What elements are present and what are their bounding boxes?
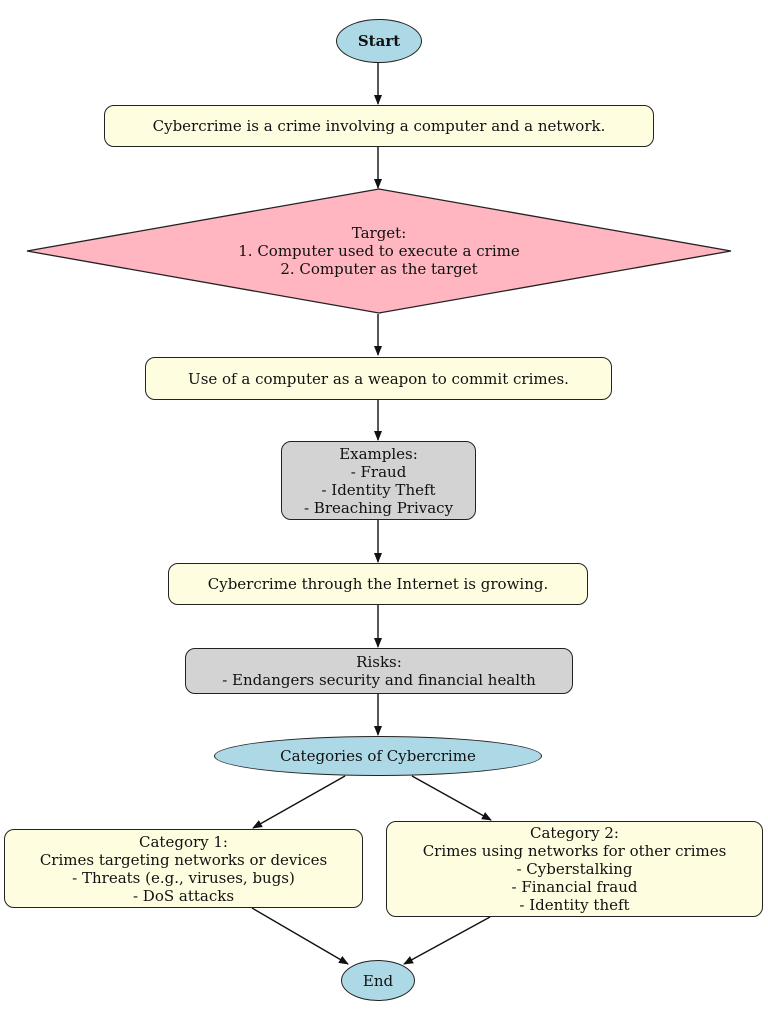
growth-node: Cybercrime through the Internet is growi… (168, 563, 588, 605)
end-label: End (362, 971, 394, 990)
category1-item: - Threats (e.g., viruses, bugs) (72, 868, 295, 887)
category1-node: Category 1: Crimes targeting networks or… (4, 829, 363, 908)
start-node: Start (336, 19, 422, 63)
examples-item: - Fraud (350, 462, 407, 481)
edge-category1-end (251, 907, 349, 965)
target-heading: Target: (351, 224, 407, 242)
category2-item: Crimes using networks for other crimes (422, 842, 727, 860)
categories-node: Categories of Cybercrime (214, 736, 542, 776)
edge-categories-category2 (411, 775, 492, 821)
growth-label: Cybercrime through the Internet is growi… (207, 575, 549, 593)
category2-item: - Identity theft (519, 896, 630, 914)
category1-heading: Category 1: (139, 832, 228, 851)
end-node: End (341, 960, 415, 1001)
examples-item: - Breaching Privacy (303, 498, 454, 517)
definition-node: Cybercrime is a crime involving a comput… (104, 105, 654, 147)
examples-item: - Identity Theft (321, 480, 436, 499)
weapon-label: Use of a computer as a weapon to commit … (188, 369, 569, 388)
examples-node: Examples: - Fraud - Identity Theft - Bre… (281, 441, 476, 520)
risks-node: Risks: - Endangers security and financia… (185, 648, 573, 694)
target-diamond-shape (26, 188, 732, 314)
category1-item: - DoS attacks (132, 886, 235, 905)
definition-label: Cybercrime is a crime involving a comput… (152, 117, 606, 135)
category2-node: Category 2: Crimes using networks for ot… (386, 821, 763, 917)
risks-heading: Risks: (356, 653, 402, 671)
weapon-node: Use of a computer as a weapon to commit … (145, 357, 612, 400)
category1-item: Crimes targeting networks or devices (39, 850, 328, 869)
categories-label: Categories of Cybercrime (280, 747, 476, 765)
target-item: 1. Computer used to execute a crime (238, 242, 520, 260)
category2-heading: Category 2: (530, 824, 619, 842)
target-text: Target: 1. Computer used to execute a cr… (26, 188, 732, 314)
edge-category2-end (403, 916, 491, 965)
start-label: Start (357, 32, 401, 50)
category2-item: - Financial fraud (511, 878, 638, 896)
target-item: 2. Computer as the target (280, 260, 478, 278)
risks-item: - Endangers security and financial healt… (222, 671, 536, 689)
category2-item: - Cyberstalking (516, 860, 633, 878)
examples-heading: Examples: (339, 444, 418, 463)
target-decision-node: Target: 1. Computer used to execute a cr… (26, 188, 732, 314)
edge-categories-category1 (252, 775, 346, 829)
